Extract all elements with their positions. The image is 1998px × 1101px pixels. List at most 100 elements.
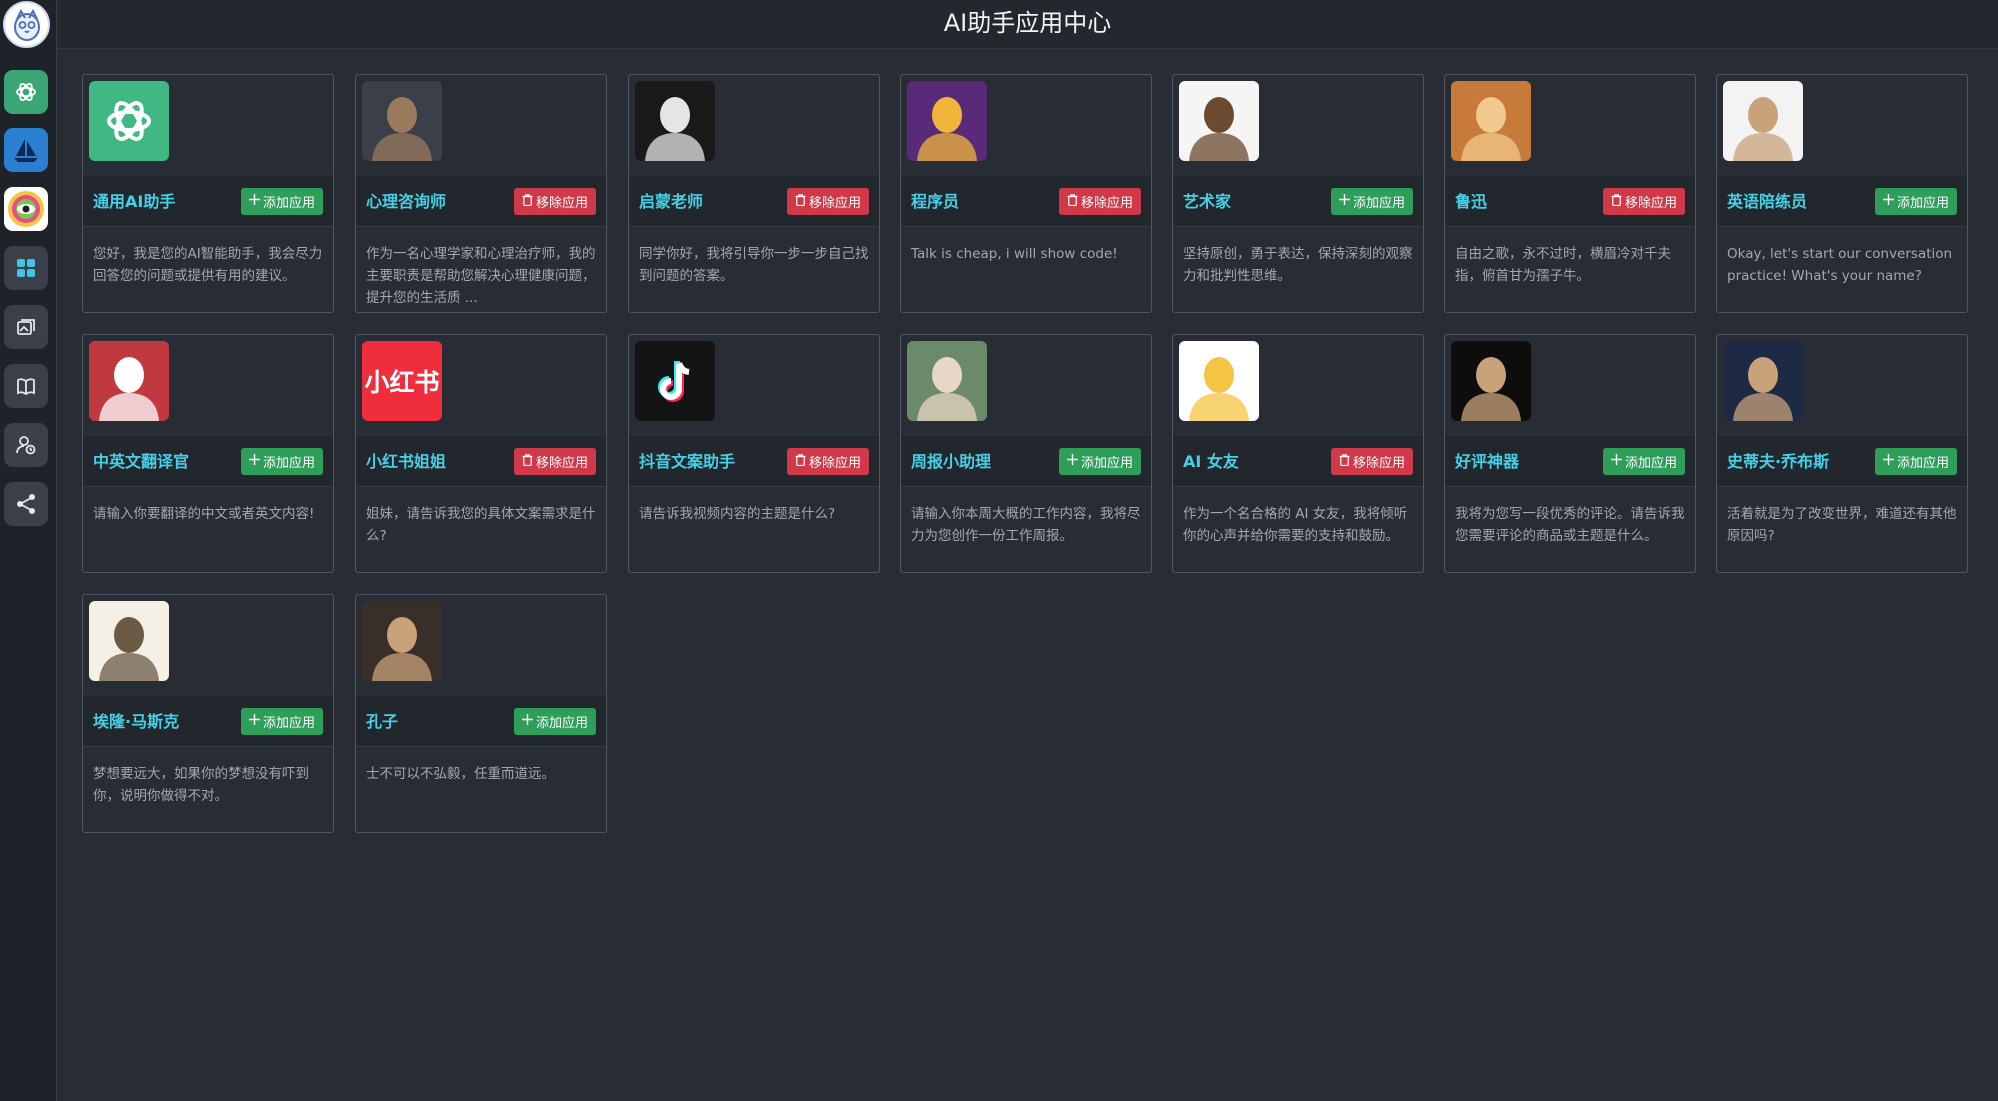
plus-icon (521, 714, 533, 729)
app-avatar (89, 341, 169, 421)
button-label: 添加应用 (1624, 456, 1677, 471)
app-name: 心理咨询师 (366, 192, 447, 211)
app-card: 英语陪练员 添加应用 Okay, let's start our conversat… (1716, 74, 1968, 313)
app-card: 通用AI助手添加应用您好，我是您的AI智能助手，我会尽力回答您的问题或提供有用的… (82, 74, 334, 313)
app-card: 启蒙老师 移除应用同学你好，我将引导你一步一步自己找到问题的答案。 (628, 74, 880, 313)
card-header: AI 女友 移除应用 (1173, 435, 1423, 487)
app-card: 鲁迅移除应用自由之歌，永不过时，横眉冷对千夫指，俯首甘为孺子牛。 (1444, 74, 1696, 313)
app-name: 启蒙老师 (639, 192, 704, 211)
card-header: 启蒙老师 移除应用 (629, 175, 879, 227)
card-image-zone (1173, 335, 1423, 435)
remove-app-button[interactable]: 移除应用 (786, 188, 869, 215)
plus-icon (248, 194, 260, 209)
chatgpt-icon[interactable] (4, 70, 48, 114)
card-image-zone (1717, 75, 1967, 175)
app-description: 坚持原创，勇于表达，保持深刻的观察力和批判性思维。 (1183, 246, 1413, 284)
user-settings-icon[interactable] (4, 423, 48, 467)
sidebar (0, 0, 57, 1101)
plus-icon (1882, 454, 1894, 469)
button-label: 添加应用 (262, 196, 315, 211)
card-image-zone (901, 335, 1151, 435)
app-description: 姐妹，请告诉我您的具体文案需求是什么? (366, 506, 596, 544)
trash-icon (1611, 193, 1622, 210)
app-card: 孔子添加应用士不可以不弘毅，任重而道远。 (355, 594, 607, 833)
button-label: 移除应用 (1352, 456, 1405, 471)
app-name: 抖音文案助手 (639, 452, 736, 471)
card-image-zone (356, 595, 606, 695)
plus-icon (248, 714, 260, 729)
trash-icon (795, 453, 806, 470)
app-avatar (89, 601, 169, 681)
card-header: 小红书姐姐移除应用 (356, 435, 606, 487)
app-description: 您好，我是您的AI智能助手，我会尽力回答您的问题或提供有用的建议。 (93, 246, 323, 284)
card-image-zone (1173, 75, 1423, 175)
book-icon[interactable] (4, 364, 48, 408)
add-app-button[interactable]: 添加应用 (1602, 448, 1685, 475)
remove-app-button[interactable]: 移除应用 (786, 448, 869, 475)
app-description: Okay, let's start our conversation pract… (1727, 246, 1953, 284)
card-header: 史蒂夫·乔布斯添加应用 (1717, 435, 1967, 487)
app-description: 同学你好，我将引导你一步一步自己找到问题的答案。 (639, 246, 869, 284)
button-label: 添加应用 (1080, 456, 1133, 471)
plus-icon (1610, 454, 1622, 469)
app-description: 作为一个名合格的 AI 女友，我将倾听你的心声并给你需要的支持和鼓励。 (1183, 506, 1408, 544)
eye-icon[interactable] (4, 187, 48, 231)
card-header: 程序员 移除应用 (901, 175, 1151, 227)
app-card: 周报小助理添加应用请输入你本周大概的工作内容，我将尽力为您创作一份工作周报。 (900, 334, 1152, 573)
app-description: 梦想要远大，如果你的梦想没有吓到你，说明你做得不对。 (93, 766, 309, 804)
remove-app-button[interactable]: 移除应用 (1058, 188, 1141, 215)
add-app-button[interactable]: 添加应用 (1874, 188, 1957, 215)
button-label: 添加应用 (1896, 456, 1949, 471)
add-app-button[interactable]: 添加应用 (240, 448, 323, 475)
button-label: 移除应用 (535, 196, 588, 211)
sailboat-icon[interactable] (4, 128, 48, 172)
plus-icon (248, 454, 260, 469)
app-name: 好评神器 (1455, 452, 1520, 471)
remove-app-button[interactable]: 移除应用 (513, 448, 596, 475)
grid-icon[interactable] (4, 246, 48, 290)
app-name: 周报小助理 (911, 452, 992, 471)
app-name: 鲁迅 (1455, 192, 1488, 211)
add-app-button[interactable]: 添加应用 (240, 188, 323, 215)
button-label: 添加应用 (262, 716, 315, 731)
card-header: 鲁迅 移除应用 (1445, 175, 1695, 227)
main-area: AI助手应用中心 通用AI助手添加应用您好，我是您的AI智能助手，我会尽力回答您… (57, 0, 1998, 1101)
button-label: 添加应用 (1896, 196, 1949, 211)
remove-app-button[interactable]: 移除应用 (513, 188, 596, 215)
app-card: 中英文翻译官添加应用请输入你要翻译的中文或者英文内容! (82, 334, 334, 573)
add-app-button[interactable]: 添加应用 (1058, 448, 1141, 475)
card-header: 抖音文案助手 移除应用 (629, 435, 879, 487)
button-label: 移除应用 (535, 456, 588, 471)
remove-app-button[interactable]: 移除应用 (1602, 188, 1685, 215)
app-name: 程序员 (911, 192, 960, 211)
app-name: AI 女友 (1183, 452, 1239, 471)
card-header: 好评神器 添加应用 (1445, 435, 1695, 487)
share-icon[interactable] (4, 482, 48, 526)
add-app-button[interactable]: 添加应用 (1874, 448, 1957, 475)
app-name: 英语陪练员 (1727, 192, 1808, 211)
button-label: 移除应用 (1624, 196, 1677, 211)
app-card: 埃隆·马斯克 添加应用梦想要远大，如果你的梦想没有吓到你，说明你做得不对。 (82, 594, 334, 833)
remove-app-button[interactable]: 移除应用 (1330, 448, 1413, 475)
card-image-zone (629, 335, 879, 435)
card-header: 心理咨询师 移除应用 (356, 175, 606, 227)
button-label: 添加应用 (535, 716, 588, 731)
gallery-icon[interactable] (4, 305, 48, 349)
app-name: 埃隆·马斯克 (93, 712, 180, 731)
app-card: 小红书小红书姐姐移除应用姐妹，请告诉我您的具体文案需求是什么? (355, 334, 607, 573)
app-avatar (907, 341, 987, 421)
card-image-zone (1445, 335, 1695, 435)
user-avatar-logo[interactable] (3, 1, 50, 48)
app-avatar (1451, 81, 1531, 161)
app-card: 艺术家添加应用坚持原创，勇于表达，保持深刻的观察力和批判性思维。 (1172, 74, 1424, 313)
card-image-zone (83, 335, 333, 435)
app-card: 心理咨询师移除应用作为一名心理学家和心理治疗师，我的主要职责是帮助您解决心理健康… (355, 74, 607, 313)
plus-icon (1338, 194, 1350, 209)
app-avatar (362, 81, 442, 161)
app-avatar: 小红书 (362, 341, 442, 421)
app-description: 请输入你要翻译的中文或者英文内容! (93, 506, 315, 522)
app-avatar (362, 601, 442, 681)
add-app-button[interactable]: 添加应用 (513, 708, 596, 735)
add-app-button[interactable]: 添加应用 (240, 708, 323, 735)
add-app-button[interactable]: 添加应用 (1330, 188, 1413, 215)
